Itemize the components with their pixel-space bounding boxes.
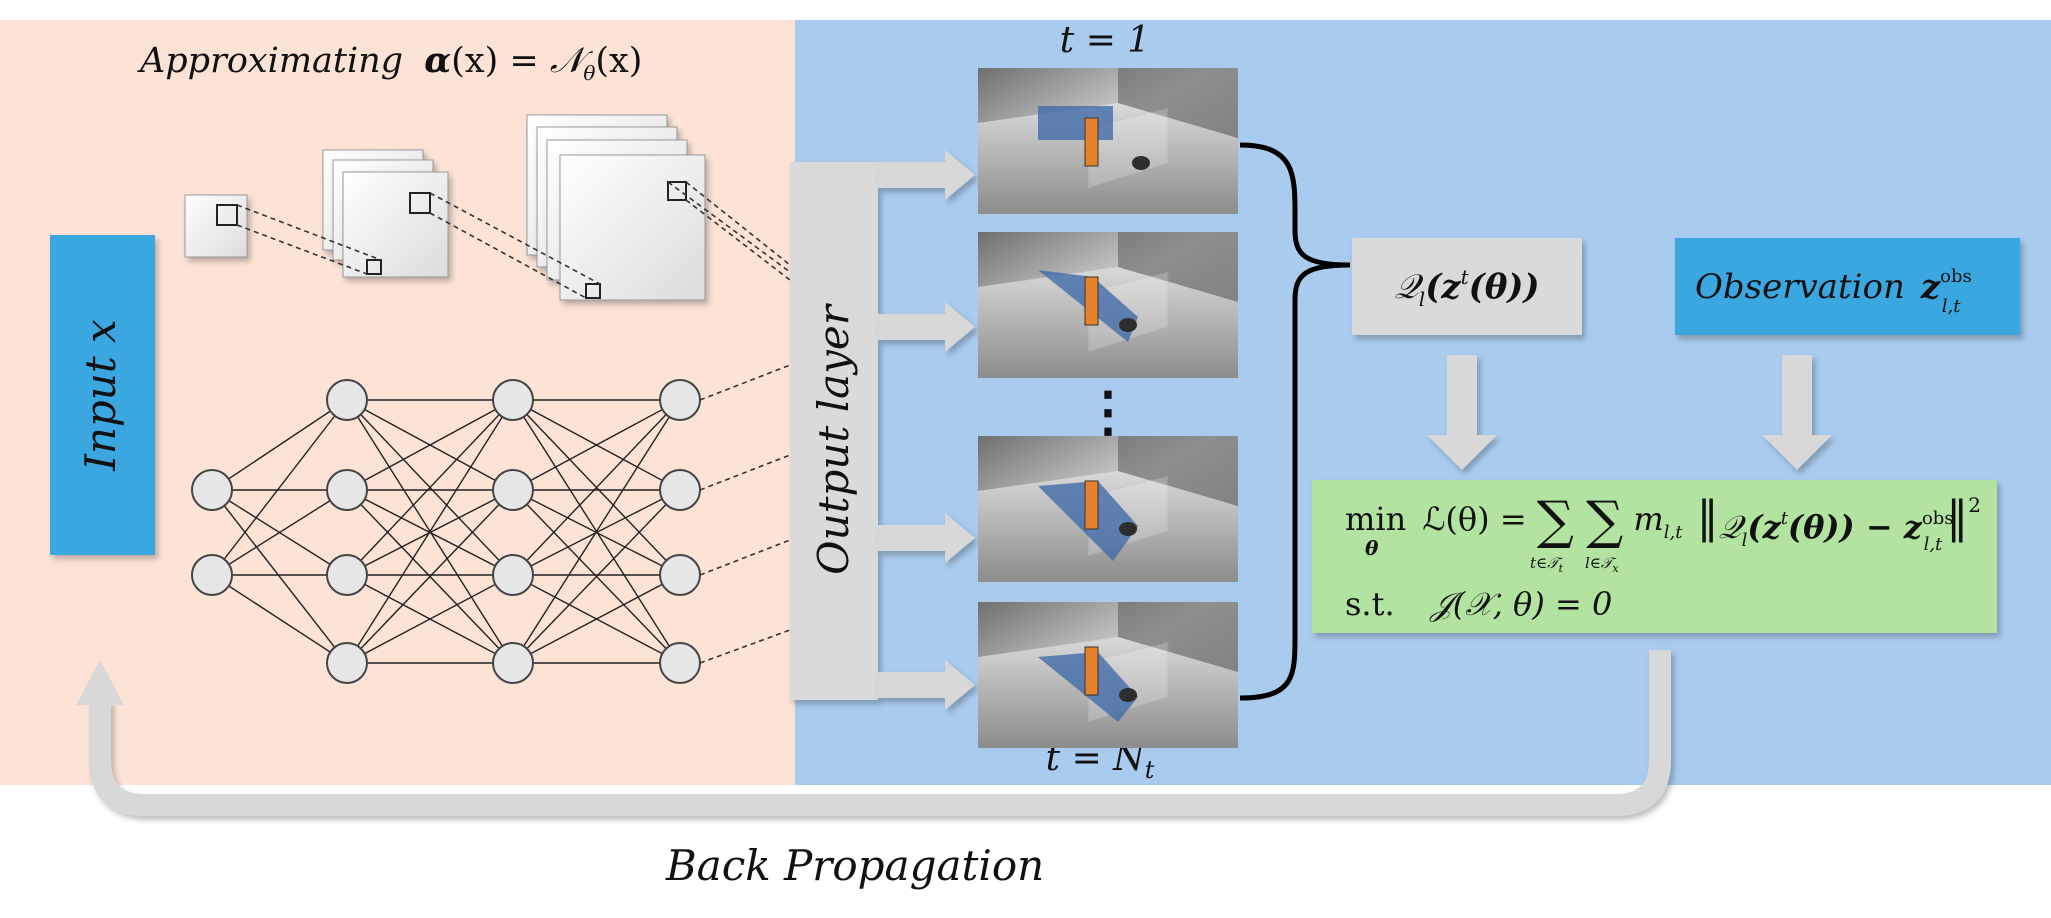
network-edge: [346, 574, 514, 664]
network-edge: [211, 399, 348, 576]
network-node: [492, 469, 534, 511]
input-block: Input x: [50, 235, 155, 555]
network-node: [326, 379, 368, 421]
network-edge: [346, 399, 514, 491]
back-propagation-label: Back Propagation: [665, 841, 1044, 890]
network-edge: [512, 399, 681, 576]
loss-sum1-subscript: t∈𝒯t: [1530, 554, 1564, 575]
network-node: [492, 642, 534, 684]
approximation-title: Approximating α(x) = 𝒩θ(x): [137, 40, 642, 85]
output-arrows: [878, 150, 975, 710]
network-edge: [211, 489, 348, 664]
simulation-frame: [978, 68, 1238, 214]
cnn-feature-maps: [184, 114, 791, 301]
network-node: [492, 554, 534, 596]
network-node: [659, 554, 701, 596]
network-edge: [512, 574, 681, 664]
network-node: [659, 379, 701, 421]
frames-ellipsis: ⋮: [1081, 379, 1135, 443]
loss-min-subscript: θ: [1365, 536, 1379, 560]
network-edge: [512, 489, 681, 664]
constraint-line: s.t.𝒥(𝒳, θ) = 0: [1345, 585, 1612, 623]
input-label: Input x: [76, 319, 125, 472]
back-propagation-arrow: [76, 650, 1671, 816]
network-node: [326, 642, 368, 684]
network-node: [659, 469, 701, 511]
simulation-frame: [978, 232, 1238, 378]
grouping-brace: [1239, 142, 1351, 701]
network-node: [191, 469, 233, 511]
simulation-frame: [978, 436, 1238, 582]
network-edge: [512, 399, 681, 664]
simulation-frame: [978, 602, 1238, 748]
network-node: [191, 554, 233, 596]
network-node: [326, 469, 368, 511]
simulation-frames: [978, 68, 1238, 748]
network-edge: [346, 399, 514, 664]
down-arrows: [1427, 355, 1832, 470]
network-edge: [211, 489, 348, 576]
output-layer-block: Output layer: [790, 162, 878, 700]
network-edge: [346, 489, 514, 664]
network-node: [326, 554, 368, 596]
network-edge: [512, 399, 681, 491]
quantity-formula: 𝒬l(zt(θ)): [1394, 265, 1539, 311]
network-node: [659, 642, 701, 684]
mlp-network: [191, 364, 791, 684]
quantity-of-interest-box: 𝒬l(zt(θ)): [1352, 238, 1582, 335]
t-first-label: t = 1: [1060, 20, 1150, 61]
network-edge: [211, 399, 348, 491]
network-edge: [211, 574, 348, 664]
network-edge: [346, 399, 514, 576]
loss-sum2-subscript: l∈𝒯x: [1585, 554, 1619, 575]
network-node: [492, 379, 534, 421]
output-layer-label: Output layer: [809, 302, 858, 575]
